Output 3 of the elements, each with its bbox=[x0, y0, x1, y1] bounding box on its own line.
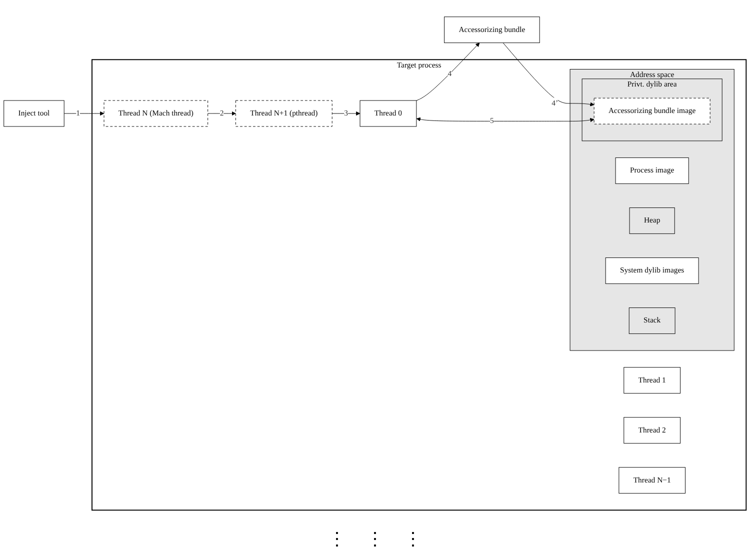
ellipsis-mark: ⋮ bbox=[404, 528, 422, 550]
ellipsis-mark: ⋮ bbox=[328, 528, 346, 550]
ellipsis-mark: ⋮ bbox=[366, 528, 384, 550]
